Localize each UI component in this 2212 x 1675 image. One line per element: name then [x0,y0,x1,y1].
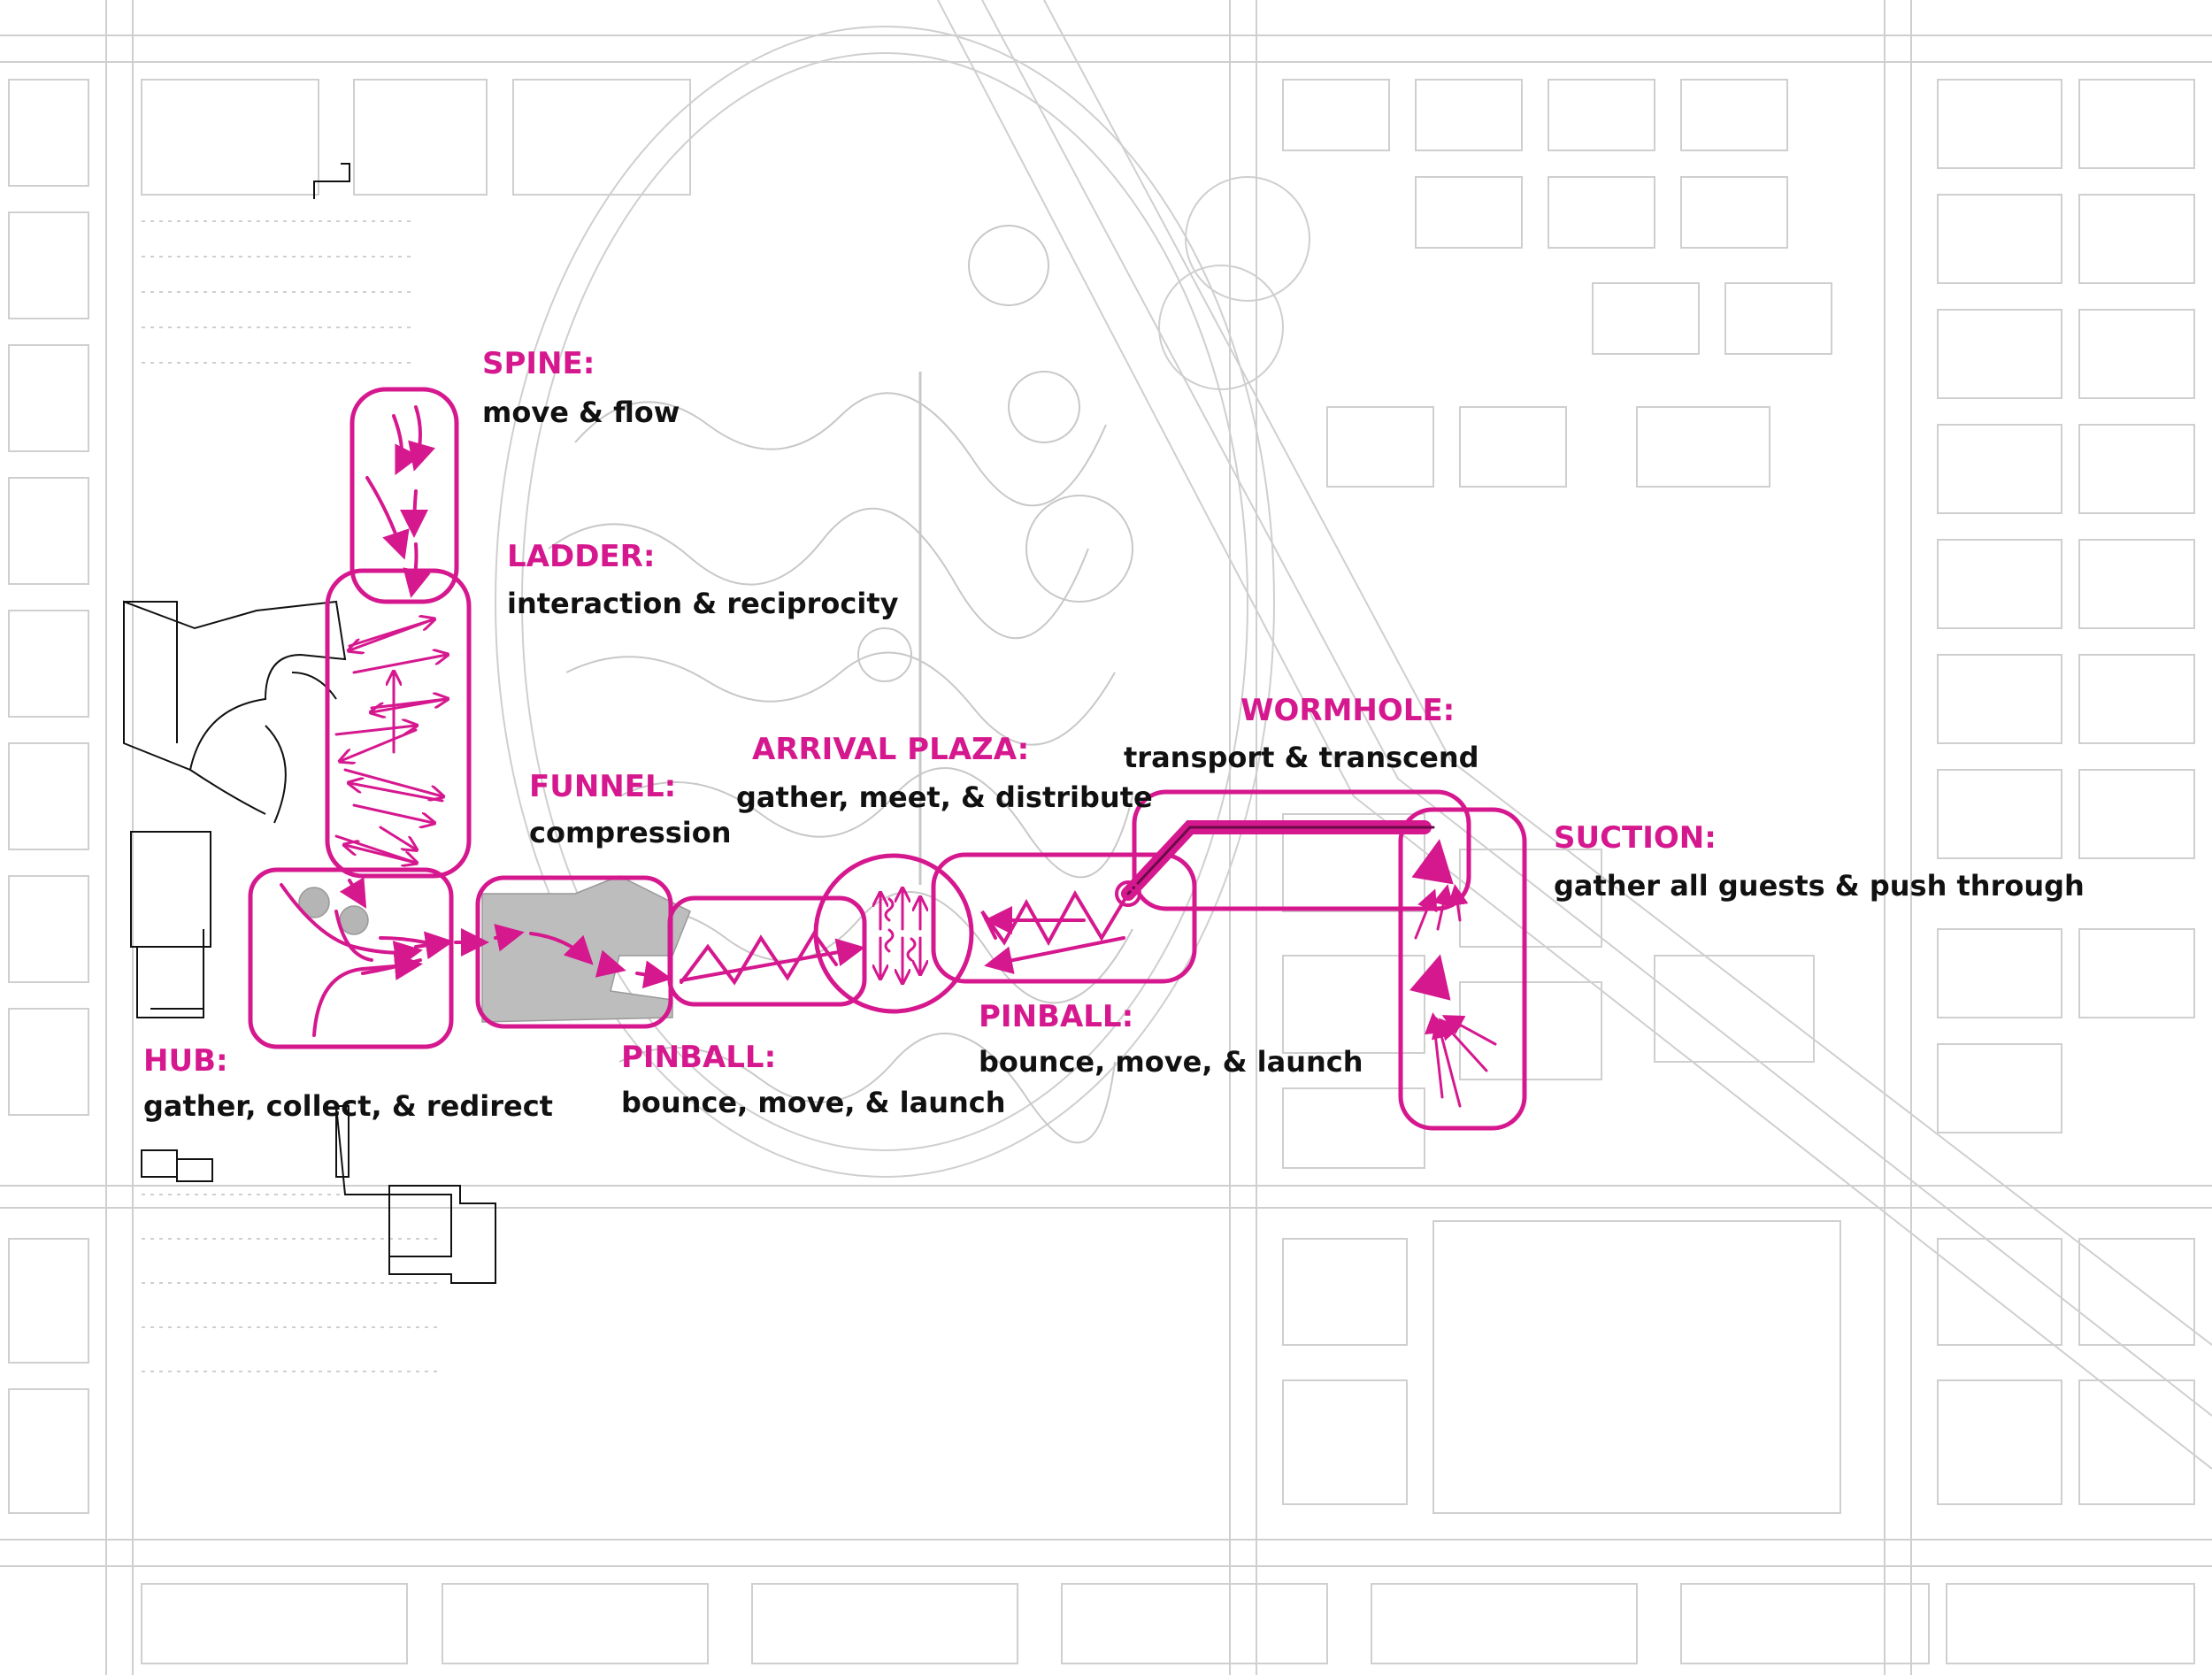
pinball-east-title: PINBALL: [979,999,1134,1034]
wormhole-title: WORMHOLE: [1240,693,1455,728]
grey-block-2 [176,1158,213,1182]
parking-south [142,1194,442,1372]
interchange-loop [1158,265,1284,390]
ladder-title: LADDER: [507,539,656,574]
spine-zone [349,387,459,604]
pinball2-zone [931,852,1197,984]
hotel-outline [123,600,347,772]
pinball2-zigzag [980,889,1130,947]
hub-zone [248,867,454,1049]
south-building [388,1185,496,1284]
road-north [0,35,2212,63]
suction-zone [1398,807,1527,1131]
south-annex [388,1194,452,1257]
road-east [1229,0,1257,1675]
grey-block-1 [141,1149,178,1178]
road-west [105,0,134,1675]
funnel-arrows [454,924,672,989]
funnel-description: compression [529,816,732,849]
parking-north [142,220,416,364]
wormhole-tube [1121,820,1432,901]
park-interior [548,225,1133,1144]
wormhole-description: transport & transcend [1124,741,1479,774]
arrival-plaza-description: gather, meet, & distribute [736,780,1153,814]
pinball-west-title: PINBALL: [621,1040,777,1075]
west-block-b [136,946,204,1018]
hub-title: HUB: [143,1043,228,1079]
pinball1-zigzag [680,930,838,986]
hub-arrows [280,877,454,1037]
arrival-arrows [880,889,920,982]
road-south [0,1539,2212,1567]
arrival-plaza-title: ARRIVAL PLAZA: [752,732,1030,767]
flow-diagram [248,387,1527,1131]
hub-description: gather, collect, & redirect [143,1089,553,1123]
road-central [1884,0,1912,1675]
wormhole-spiral [1115,880,1141,907]
spine-title: SPINE: [482,346,595,381]
hotel-tower [124,601,178,743]
suction-title: SUCTION: [1554,820,1717,856]
road-mid-south [0,1185,2212,1209]
city-blocks-west [8,79,2195,1664]
suction-arrows [1409,839,1497,1108]
west-block-c [150,929,204,1010]
spine-description: move & flow [482,396,680,429]
freeway [937,0,2212,1470]
ladder-description: interaction & reciprocity [507,587,899,620]
ladder-arrows [334,619,447,863]
west-buildings [123,163,496,1284]
pinball-west-description: bounce, move, & launch [621,1086,1006,1119]
wormhole-zone [1132,789,1471,911]
pinball-east-description: bounce, move, & launch [979,1045,1363,1079]
west-block-a [130,831,211,948]
spine-arrows [365,405,435,598]
curved-building [189,672,337,824]
park-outline [495,26,1275,1178]
funnel-title: FUNNEL: [529,769,677,804]
ladder-zone [325,568,472,879]
suction-description: gather all guests & push through [1554,869,2085,903]
